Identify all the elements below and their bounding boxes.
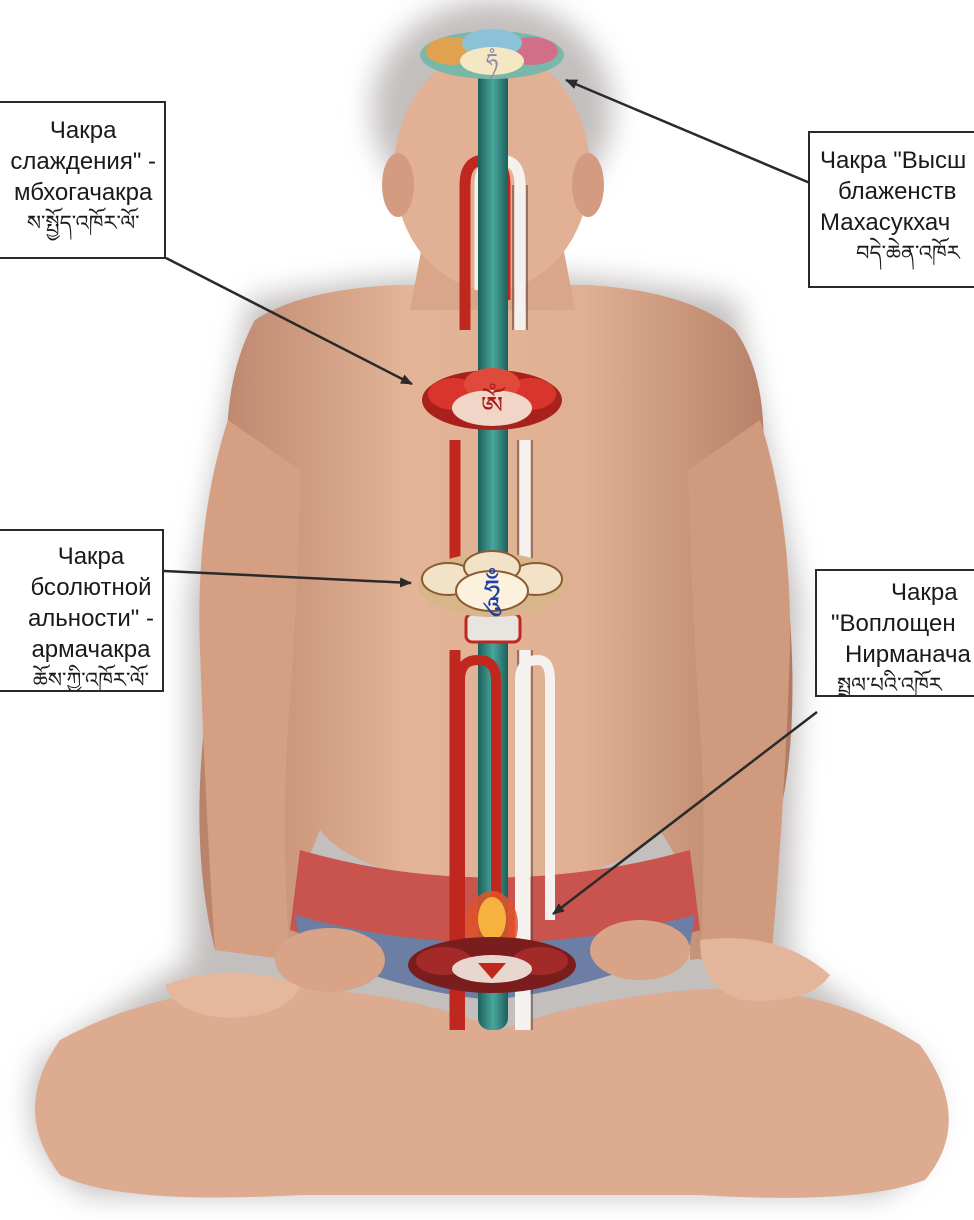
label-nirmanachakra: Чакра "Воплощен Нирманача སྤྲུལ་པའི་འཁོར	[815, 569, 974, 697]
left-hand	[275, 928, 385, 992]
label-mahasukhachakra-line-3: Махасукхач	[820, 207, 966, 238]
label-nirmanachakra-line-3: Нирманача	[831, 639, 971, 670]
label-sambhogachakra-tibetan: ས་སྤྱོད་འཁོར་ལོ་	[10, 208, 156, 238]
label-mahasukhachakra: Чакра "Высш блаженств Махасукхач བདེ་ཆེན…	[808, 131, 974, 288]
knot-bands	[466, 614, 520, 642]
label-dharmachakra-tibetan: ཆོས་ཀྱི་འཁོར་ལོ་	[28, 665, 154, 692]
label-mahasukhachakra-tibetan: བདེ་ཆེན་འཁོར	[820, 238, 966, 268]
label-dharmachakra-line-4: армачакра	[28, 634, 154, 665]
label-nirmanachakra-tibetan: སྤྲུལ་པའི་འཁོར	[831, 670, 971, 697]
label-mahasukhachakra-line-1: Чакра "Высш	[820, 145, 966, 176]
label-dharmachakra-line-1: Чакра	[28, 541, 154, 572]
label-nirmanachakra-line-1: Чакра	[831, 577, 971, 608]
label-sambhogachakra: Чакра слаждения" - мбхогачакра ས་སྤྱོད་འ…	[0, 101, 166, 259]
right-hand	[590, 920, 690, 980]
right-ear	[572, 153, 604, 217]
label-nirmanachakra-line-2: "Воплощен	[831, 608, 971, 639]
label-dharmachakra-line-2: бсолютной	[28, 572, 154, 603]
left-arm	[199, 420, 300, 960]
label-sambhogachakra-line-2: слаждения" -	[10, 146, 156, 177]
label-dharmachakra-line-3: альности" -	[28, 603, 154, 634]
label-sambhogachakra-line-1: Чакра	[10, 115, 156, 146]
label-dharmachakra: Чакра бсолютной альности" - армачакра ཆོ…	[0, 529, 164, 692]
left-ear	[382, 153, 414, 217]
right-arm	[688, 420, 790, 960]
label-mahasukhachakra-line-2: блаженств	[820, 176, 966, 207]
label-sambhogachakra-line-3: мбхогачакра	[10, 177, 156, 208]
